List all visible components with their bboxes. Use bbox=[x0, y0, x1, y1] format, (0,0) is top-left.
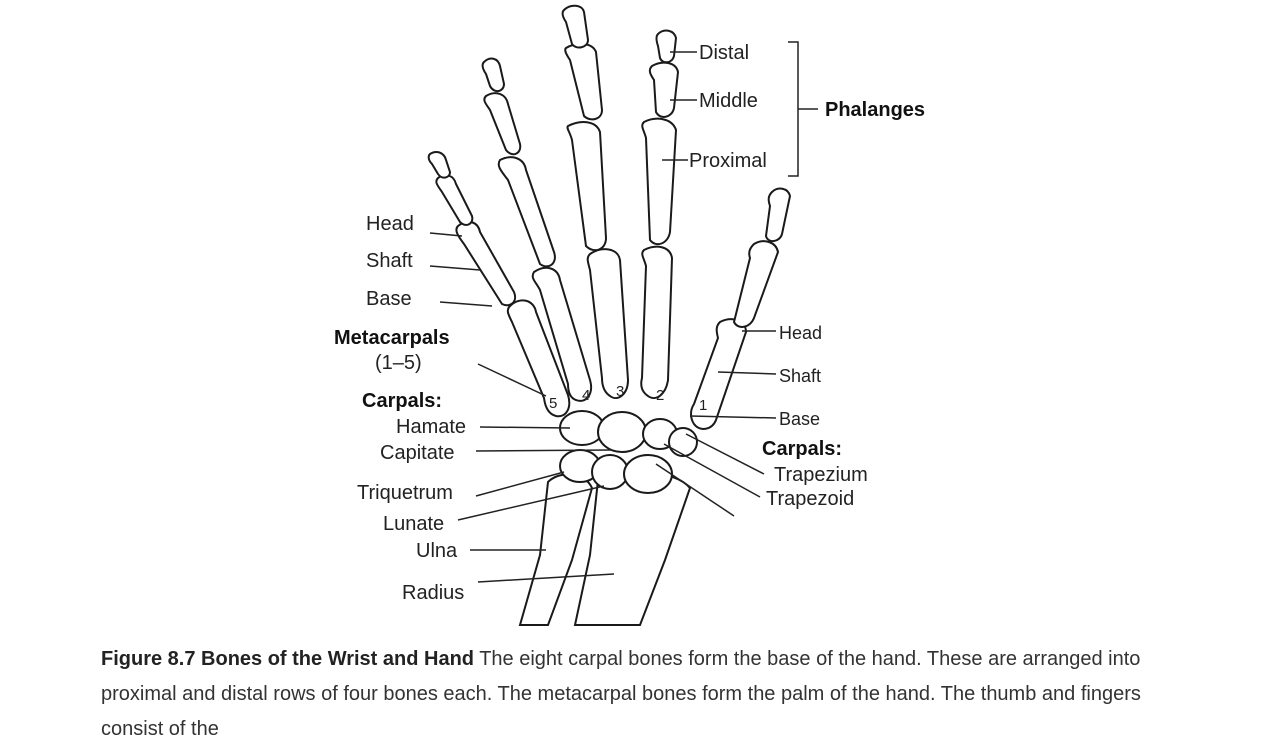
caption-title: Figure 8.7 Bones of the Wrist and Hand bbox=[101, 648, 475, 670]
label-ulna: Ulna bbox=[416, 540, 458, 562]
label-metacarpals-range: (1–5) bbox=[375, 352, 422, 374]
distal-phalanx-5-bone bbox=[427, 151, 452, 179]
radius-bone bbox=[573, 471, 692, 626]
scaphoid-bone bbox=[623, 454, 673, 494]
caption-body: The eight carpal bones form the base of … bbox=[101, 648, 1141, 740]
metacarpal-number-4: 4 bbox=[582, 387, 590, 404]
metacarpal-numbers: 1 2 3 4 5 bbox=[549, 383, 707, 414]
label-middle: Middle bbox=[699, 90, 758, 112]
label-trapezium: Trapezium bbox=[774, 464, 868, 486]
label-trapezoid: Trapezoid bbox=[766, 488, 854, 510]
metacarpal-number-5: 5 bbox=[549, 395, 557, 412]
middle-phalanx-3-bone bbox=[564, 42, 604, 121]
label-base-right: Base bbox=[779, 409, 820, 429]
carpal-bones bbox=[559, 410, 698, 494]
metacarpal-number-3: 3 bbox=[616, 383, 624, 400]
proximal-phalanx-2-bone bbox=[641, 117, 678, 246]
forearm-bones bbox=[518, 471, 692, 626]
lunate-bone bbox=[591, 454, 629, 490]
label-hamate: Hamate bbox=[396, 416, 466, 438]
little-finger-bones bbox=[427, 151, 571, 418]
label-carpals-right: Carpals: bbox=[762, 438, 842, 460]
distal-phalanx-3-bone bbox=[561, 4, 590, 49]
proximal-phalanx-1-bone bbox=[732, 240, 780, 328]
middle-phalanx-2-bone bbox=[648, 61, 680, 118]
distal-phalanx-4-bone bbox=[481, 57, 506, 92]
figure-caption: Figure 8.7 Bones of the Wrist and Hand T… bbox=[101, 642, 1181, 747]
label-shaft-left: Shaft bbox=[366, 250, 413, 272]
leader-lines bbox=[429, 41, 818, 583]
label-radius: Radius bbox=[402, 582, 464, 604]
label-triquetrum: Triquetrum bbox=[357, 482, 453, 504]
label-distal: Distal bbox=[699, 42, 749, 64]
label-head-left: Head bbox=[366, 213, 414, 235]
label-proximal: Proximal bbox=[689, 150, 767, 172]
middle-phalanx-5-bone bbox=[435, 174, 474, 226]
label-base-left: Base bbox=[366, 288, 412, 310]
metacarpal-number-1: 1 bbox=[699, 397, 707, 414]
label-carpals-left: Carpals: bbox=[362, 390, 442, 412]
proximal-phalanx-5-bone bbox=[455, 220, 516, 307]
metacarpal-3-bone bbox=[586, 248, 630, 399]
ring-finger-bones bbox=[481, 57, 592, 402]
trapezium-bone bbox=[668, 427, 698, 457]
metacarpal-5-bone bbox=[506, 299, 571, 418]
label-capitate: Capitate bbox=[380, 442, 455, 464]
label-metacarpals: Metacarpals bbox=[334, 327, 450, 349]
metacarpal-2-bone bbox=[640, 245, 674, 399]
label-phalanges: Phalanges bbox=[825, 99, 925, 121]
index-finger-bones bbox=[640, 29, 680, 399]
thumb-bones bbox=[690, 187, 792, 430]
hand-bones-diagram: 1 2 3 4 5 Distal Middle Proximal Phalang… bbox=[334, 4, 925, 626]
capitate-bone bbox=[597, 411, 647, 453]
distal-phalanx-1-bone bbox=[764, 187, 792, 242]
metacarpal-4-bone bbox=[531, 266, 592, 402]
proximal-phalanx-3-bone bbox=[566, 121, 608, 252]
label-shaft-right: Shaft bbox=[779, 366, 821, 386]
label-lunate: Lunate bbox=[383, 513, 444, 535]
metacarpal-number-2: 2 bbox=[656, 387, 664, 404]
label-head-right: Head bbox=[779, 323, 822, 343]
middle-phalanx-4-bone bbox=[483, 92, 522, 156]
phalanges-bracket bbox=[788, 41, 818, 177]
distal-phalanx-2-bone bbox=[655, 29, 678, 64]
proximal-phalanx-4-bone bbox=[497, 156, 556, 268]
middle-finger-bones bbox=[561, 4, 630, 399]
